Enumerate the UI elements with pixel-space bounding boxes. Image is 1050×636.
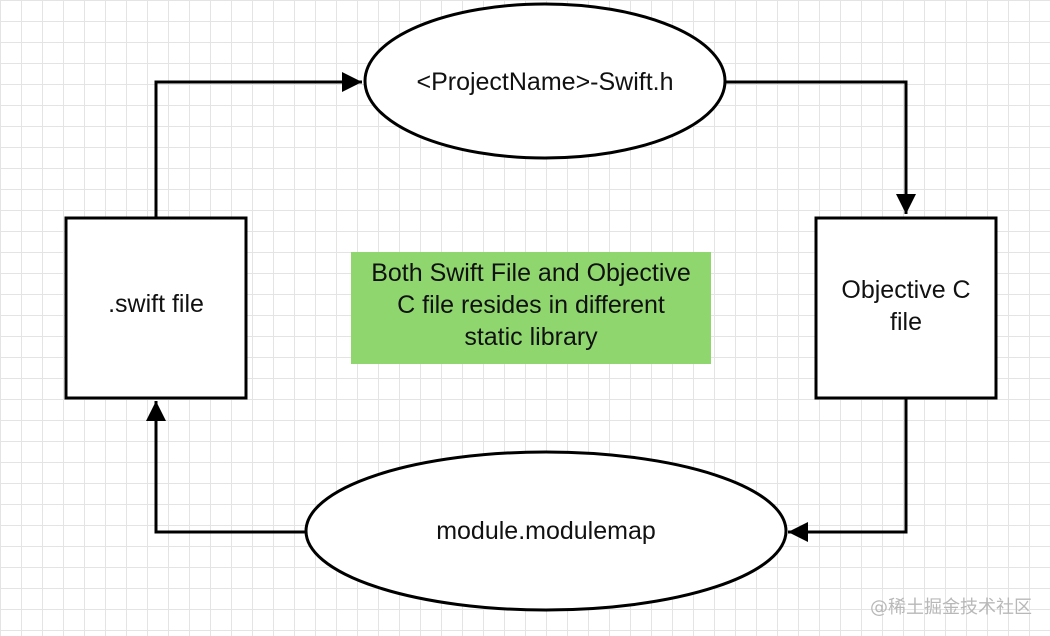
header-node: <ProjectName>-Swift.h: [363, 2, 727, 160]
objc-file-node: Objective C file: [814, 216, 998, 400]
header-ellipse: [363, 2, 727, 160]
objc-file-label-line2: file: [890, 308, 922, 336]
note-line-1: Both Swift File and Objective: [371, 259, 691, 287]
arrow-objc-to-modulemap: [788, 398, 908, 542]
modulemap-node: module.modulemap: [304, 450, 788, 612]
objc-file-label-line1: Objective C: [841, 276, 970, 304]
note-background: [351, 252, 711, 364]
swift-file-box: [64, 216, 248, 400]
arrow-swift-to-header: [154, 72, 362, 217]
note-line-2: C file resides in different: [397, 291, 665, 319]
arrow-modulemap-to-swift: [146, 401, 306, 534]
modulemap-ellipse: [304, 450, 788, 612]
arrow-header-to-objc: [726, 80, 916, 214]
watermark: @稀土掘金技术社区: [870, 597, 1032, 618]
modulemap-label: module.modulemap: [436, 517, 656, 545]
header-node-label: <ProjectName>-Swift.h: [416, 68, 673, 96]
objc-file-box: [814, 216, 998, 400]
note-box: Both Swift File and Objective C file res…: [351, 252, 711, 364]
swift-file-node: .swift file: [64, 216, 248, 400]
note-line-3: static library: [464, 323, 598, 351]
swift-file-label: .swift file: [108, 290, 204, 318]
